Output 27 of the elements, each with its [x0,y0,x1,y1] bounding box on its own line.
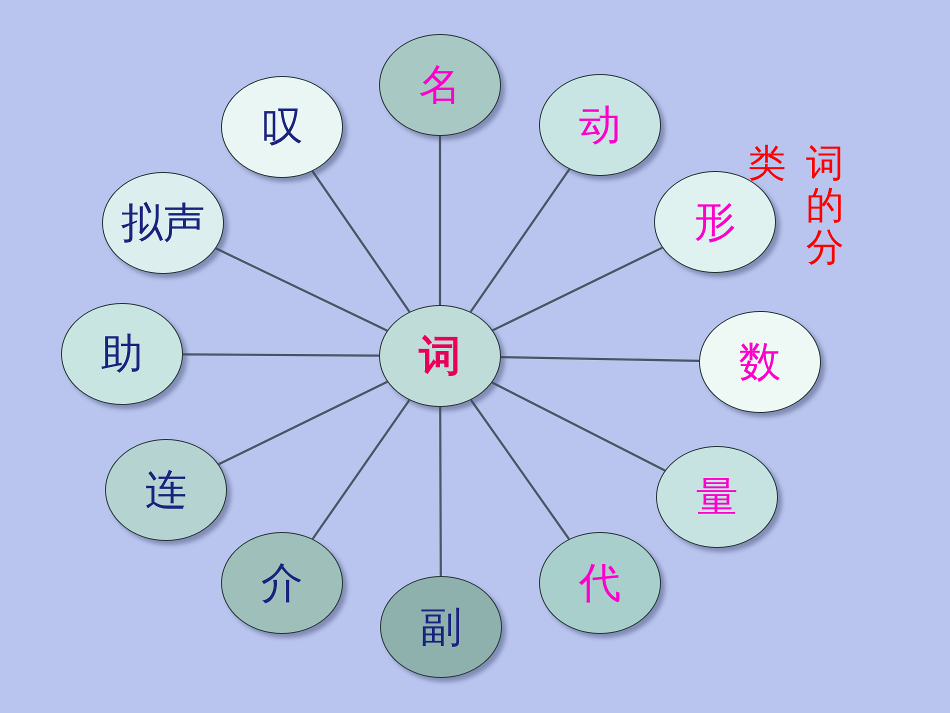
connector-line [438,136,442,305]
category-text: 形 [694,201,736,243]
connector-line [492,246,663,332]
category-text: 数 [739,341,781,383]
vertical-title-text: 类 [748,143,786,185]
connector-line [312,170,410,312]
category-text: 连 [145,469,187,511]
category-text: 介 [261,562,303,604]
category-text: 动 [579,104,621,146]
connector-line [500,356,700,362]
connector-line [215,247,388,332]
connector-line [470,399,570,540]
connector-line [492,382,666,472]
category-text: 拟声 [121,202,205,244]
category-text: 副 [420,606,462,648]
category-text: 叹 [261,106,303,148]
connector-line [312,399,410,540]
connector-line [218,380,388,466]
category-text: 助 [101,333,143,375]
category-text: 量 [696,476,738,518]
category-text: 名 [419,64,461,106]
vertical-title-text: 词的分 [806,143,844,268]
connector-line [439,407,442,576]
category-text: 代 [579,562,621,604]
category-text: 词 [419,335,461,377]
connector-line [183,353,379,357]
connector-line [470,168,570,312]
